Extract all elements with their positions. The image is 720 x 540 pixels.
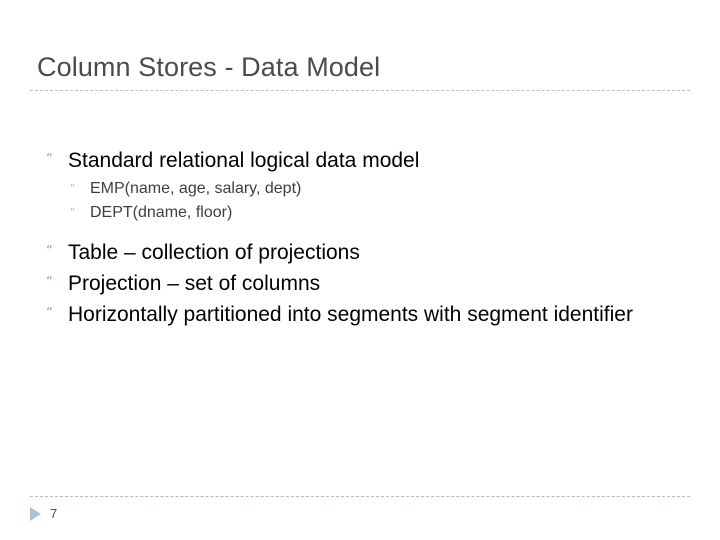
- footer-divider: [30, 496, 690, 497]
- list-item-label: Table – collection of projections: [68, 241, 360, 264]
- page-title: Column Stores - Data Model: [37, 52, 381, 82]
- slide-body: “ Standard relational logical data model…: [30, 146, 690, 331]
- slide-footer: 7: [30, 503, 57, 525]
- bullet-marker-icon: “: [46, 152, 53, 167]
- sub-bullet-marker-icon: “: [70, 183, 76, 194]
- list-item-label: Horizontally partitioned into segments w…: [68, 303, 633, 326]
- sub-list-item: “ EMP(name, age, salary, dept): [30, 177, 690, 201]
- list-spacer: [30, 225, 690, 238]
- list-item: “ Standard relational logical data model: [30, 146, 690, 175]
- list-item: “ Table – collection of projections: [30, 238, 690, 267]
- bullet-marker-icon: “: [46, 275, 53, 290]
- page-number: 7: [50, 506, 58, 521]
- bullet-marker-icon: “: [46, 244, 53, 259]
- list-item: “ Horizontally partitioned into segments…: [30, 300, 690, 329]
- sub-list-item-label: EMP(name, age, salary, dept): [90, 180, 302, 197]
- sub-list-item-label: DEPT(dname, floor): [90, 204, 233, 221]
- list-item: “ Projection – set of columns: [30, 269, 690, 298]
- sub-list-item: “ DEPT(dname, floor): [30, 201, 690, 225]
- sub-bullet-marker-icon: “: [70, 207, 76, 218]
- play-triangle-icon: [30, 507, 41, 521]
- bullet-marker-icon: “: [46, 306, 53, 321]
- list-item-label: Standard relational logical data model: [68, 149, 420, 172]
- title-divider: [30, 90, 690, 91]
- list-item-label: Projection – set of columns: [68, 272, 321, 295]
